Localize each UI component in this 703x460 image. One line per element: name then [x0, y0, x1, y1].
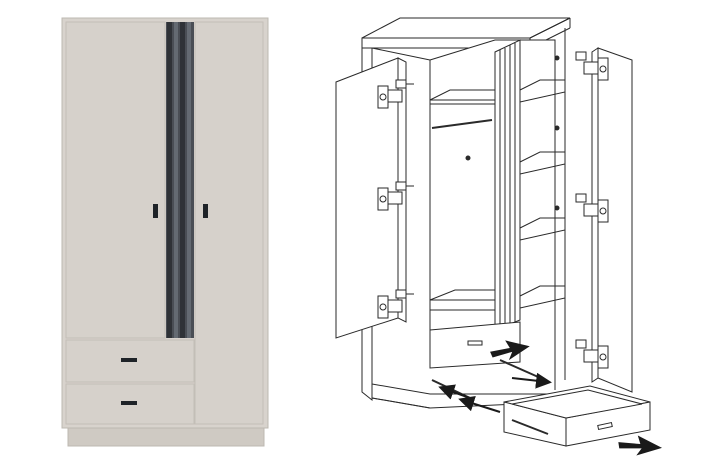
hinge-icon — [377, 181, 414, 211]
left-door-hinges — [377, 79, 414, 319]
slat-panel — [166, 22, 194, 338]
left-door-handle-icon — [153, 204, 158, 218]
assembly-right-door — [591, 47, 633, 393]
arrow-icon — [511, 372, 552, 389]
wardrobe-plinth — [67, 427, 265, 447]
arrow-icon — [618, 435, 663, 456]
assembly-slat-divider — [494, 39, 521, 331]
carcass-top — [361, 17, 571, 39]
upper-drawer-handle-icon — [121, 358, 137, 362]
arrow-icon — [490, 340, 530, 361]
left-door — [65, 21, 166, 339]
hinge-icon — [575, 339, 609, 369]
drawer-slide-right — [499, 359, 546, 381]
lower-drawer-handle-icon — [121, 401, 137, 405]
assembly-arrows — [438, 340, 663, 456]
right-shelves — [519, 55, 566, 309]
hinge-icon — [377, 79, 414, 109]
wardrobe-front-view — [61, 17, 269, 447]
wardrobe-assembly-view — [335, 17, 651, 447]
hanging-rail — [431, 119, 493, 129]
hinge-icon — [377, 289, 414, 319]
assembly-left-door — [335, 57, 407, 339]
right-door-hinges — [575, 51, 609, 369]
right-door — [194, 21, 264, 425]
right-door-handle-icon — [203, 204, 208, 218]
arrow-icon — [458, 395, 501, 413]
pulled-out-drawer — [503, 385, 651, 447]
hinge-icon — [575, 51, 609, 81]
hinge-icon — [575, 193, 609, 223]
pulled-drawer-handle-icon — [597, 421, 613, 431]
drawer-opening-handle-icon — [467, 340, 483, 346]
